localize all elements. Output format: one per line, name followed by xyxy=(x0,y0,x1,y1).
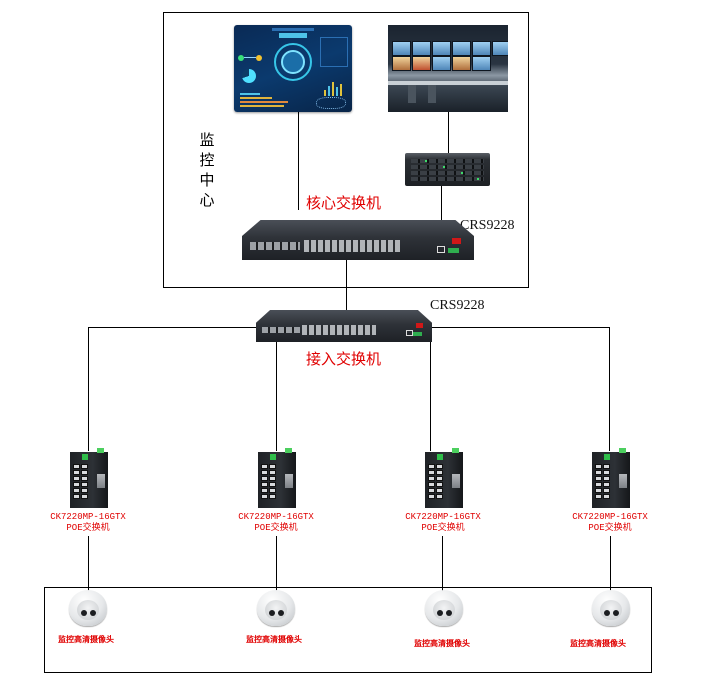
poe-switch-1 xyxy=(70,448,110,508)
connector-line xyxy=(609,327,610,451)
poe-switch-type: POE交换机 xyxy=(254,523,298,533)
connector-line xyxy=(610,536,611,592)
connector-line xyxy=(346,260,347,312)
poe-switch-model: CK7220MP-16GTX xyxy=(405,512,481,522)
dome-camera-icon xyxy=(67,588,109,626)
connector-line xyxy=(88,536,89,592)
dashboard-screen-image xyxy=(234,25,352,112)
poe-switch-label-1: CK7220MP-16GTX POE交换机 xyxy=(38,512,138,534)
poe-switch-image xyxy=(592,452,630,508)
poe-switch-label-2: CK7220MP-16GTX POE交换机 xyxy=(226,512,326,534)
connector-line xyxy=(441,186,442,220)
connector-line xyxy=(430,342,431,451)
title-char: 心 xyxy=(199,191,215,209)
camera-label: 监控高清摄像头 xyxy=(58,635,114,644)
title-char: 中 xyxy=(199,171,215,189)
video-wall-image xyxy=(388,25,508,112)
poe-switch-type: POE交换机 xyxy=(421,523,465,533)
monitoring-center-title: 监 控 中 心 xyxy=(198,130,216,210)
poe-switch-type: POE交换机 xyxy=(588,523,632,533)
poe-switch-2 xyxy=(258,448,298,508)
connector-line xyxy=(88,327,256,328)
camera-label: 监控高清摄像头 xyxy=(570,639,626,648)
poe-switch-label-3: CK7220MP-16GTX POE交换机 xyxy=(393,512,493,534)
core-switch-model: CRS9228 xyxy=(460,218,515,233)
connector-line xyxy=(448,112,449,154)
connector-line xyxy=(298,112,299,210)
camera-label: 监控高清摄像头 xyxy=(414,639,470,648)
connector-line xyxy=(432,327,610,328)
poe-switch-type: POE交换机 xyxy=(66,523,110,533)
poe-switch-model: CK7220MP-16GTX xyxy=(238,512,314,522)
poe-switch-3 xyxy=(425,448,465,508)
access-switch-model: CRS9228 xyxy=(430,298,485,313)
poe-switch-model: CK7220MP-16GTX xyxy=(50,512,126,522)
connector-line xyxy=(276,536,277,592)
access-switch-label: 接入交换机 xyxy=(306,350,382,368)
title-char: 控 xyxy=(199,151,215,169)
poe-switch-4 xyxy=(592,448,632,508)
poe-switch-model: CK7220MP-16GTX xyxy=(572,512,648,522)
camera-label: 监控高清摄像头 xyxy=(246,635,302,644)
poe-switch-image xyxy=(70,452,108,508)
core-switch-label: 核心交换机 xyxy=(306,194,382,212)
poe-switch-image xyxy=(258,452,296,508)
connector-line xyxy=(88,327,89,451)
title-char: 监 xyxy=(199,131,215,149)
nvr-storage-server-image xyxy=(405,153,490,186)
poe-switch-image xyxy=(425,452,463,508)
camera-zone-box xyxy=(44,587,652,673)
dome-camera-icon xyxy=(423,588,465,626)
poe-switch-label-4: CK7220MP-16GTX POE交换机 xyxy=(560,512,660,534)
dome-camera-icon xyxy=(590,588,632,626)
connector-line xyxy=(442,536,443,592)
dome-camera-icon xyxy=(255,588,297,626)
access-switch-image xyxy=(256,310,432,342)
connector-line xyxy=(276,342,277,451)
core-switch-image xyxy=(242,220,474,260)
